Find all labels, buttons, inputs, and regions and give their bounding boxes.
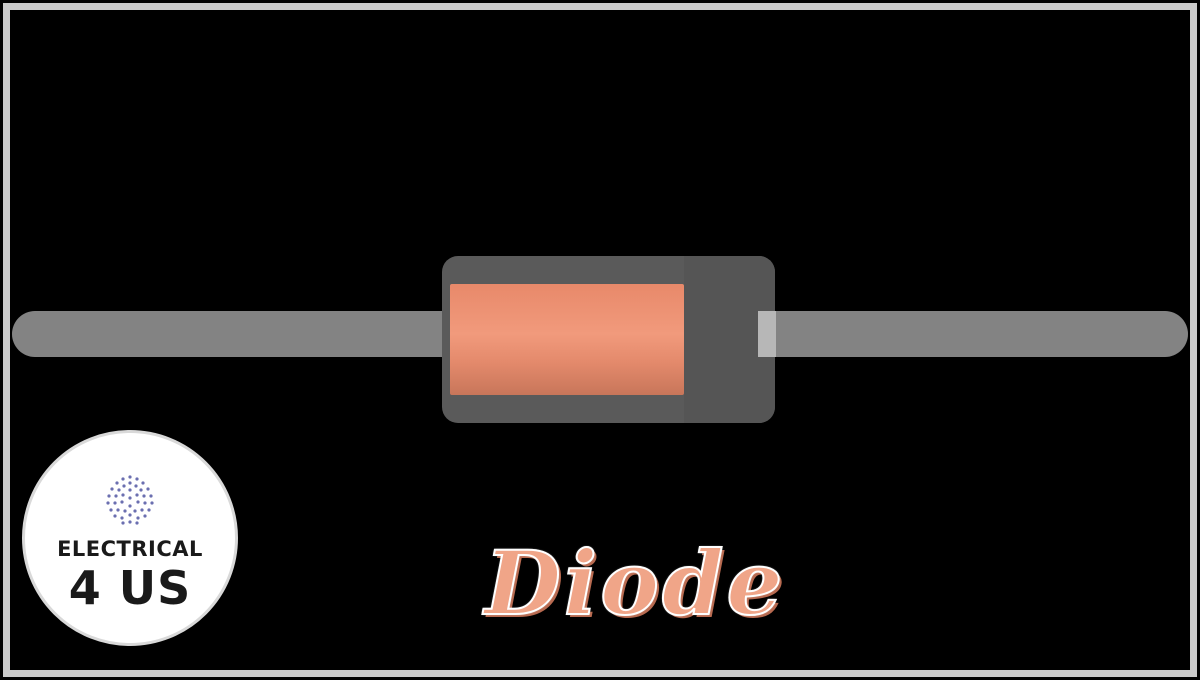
diode-lead-right-end: [758, 311, 776, 357]
dotted-sphere-icon: [106, 475, 154, 525]
electrical4us-logo: ELECTRICAL 4 US: [22, 430, 238, 646]
logo-text-4us: 4 US: [68, 561, 192, 615]
diode-lead-right: [758, 311, 1188, 357]
logo-text-electrical: ELECTRICAL: [57, 537, 203, 561]
diode-lead-left: [12, 311, 452, 357]
diode-core: [450, 284, 684, 395]
diode-title: Diode: [484, 530, 786, 636]
